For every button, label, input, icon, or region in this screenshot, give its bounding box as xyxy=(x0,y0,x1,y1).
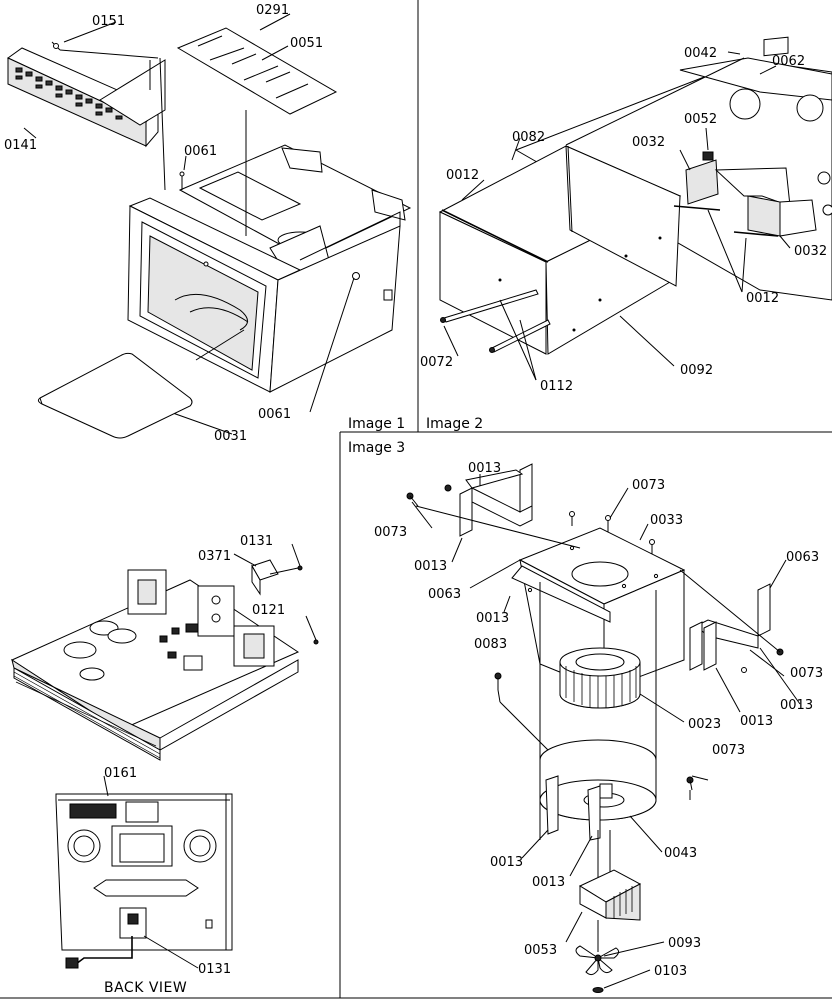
outer-wrapper-0082 xyxy=(438,145,682,355)
screws-0073 xyxy=(406,484,784,791)
control-board-drawing xyxy=(10,543,319,761)
label-0093: 0093 xyxy=(668,936,701,951)
glass-tray-0031 xyxy=(37,352,193,439)
label-0032-right: 0032 xyxy=(794,244,827,259)
label-0053: 0053 xyxy=(524,943,557,958)
scroll-housing-0043 xyxy=(539,739,657,841)
label-0371: 0371 xyxy=(198,549,231,564)
label-0013-left: 0013 xyxy=(414,559,447,574)
back-view-drawing xyxy=(55,775,233,969)
label-0042: 0042 xyxy=(684,46,717,61)
label-0092: 0092 xyxy=(680,363,713,378)
image2-leaders xyxy=(443,51,791,381)
label-0112: 0112 xyxy=(540,379,573,394)
label-0043: 0043 xyxy=(664,846,697,861)
label-0073-lower: 0073 xyxy=(712,743,745,758)
label-0013-right: 0013 xyxy=(780,698,813,713)
brackets-0032 xyxy=(673,151,817,237)
label-0291: 0291 xyxy=(256,3,289,18)
label-0161: 0161 xyxy=(104,766,137,781)
image1-leaders xyxy=(23,13,355,435)
label-0013-mid: 0013 xyxy=(476,611,509,626)
bracket-left xyxy=(459,463,533,537)
label-0012-left: 0012 xyxy=(446,168,479,183)
caption-image1: Image 1 xyxy=(348,416,405,432)
label-0131-top: 0131 xyxy=(240,534,273,549)
rails-0112 xyxy=(440,289,551,353)
label-0082: 0082 xyxy=(512,130,545,145)
control-panel-0141 xyxy=(7,47,166,148)
motor-0053 xyxy=(578,830,642,952)
image3-leaders xyxy=(411,474,801,989)
label-0073-right: 0073 xyxy=(790,666,823,681)
label-0013-right2: 0013 xyxy=(740,714,773,729)
label-0151: 0151 xyxy=(92,14,125,29)
caption-image3: Image 3 xyxy=(348,440,405,456)
bracket-right xyxy=(689,583,771,671)
label-0061-bottom: 0061 xyxy=(258,407,291,422)
top-housing-0033 xyxy=(511,527,686,691)
label-0031: 0031 xyxy=(214,429,247,444)
label-0013-top: 0013 xyxy=(468,461,501,476)
label-0013-bottom: 0013 xyxy=(532,875,565,890)
blower-wheel-0023 xyxy=(559,647,641,709)
back-panel-0062 xyxy=(514,36,832,301)
label-0121: 0121 xyxy=(252,603,285,618)
label-0131-back: 0131 xyxy=(198,962,231,977)
label-0013-lower: 0013 xyxy=(490,855,523,870)
image3-drawing xyxy=(406,463,801,993)
label-0023: 0023 xyxy=(688,717,721,732)
label-0012-right: 0012 xyxy=(746,291,779,306)
label-0063-right: 0063 xyxy=(786,550,819,565)
label-0052: 0052 xyxy=(684,112,717,127)
label-0061-top: 0061 xyxy=(184,144,217,159)
caption-back-view: BACK VIEW xyxy=(104,980,187,996)
label-0072: 0072 xyxy=(420,355,453,370)
label-0062: 0062 xyxy=(772,54,805,69)
oven-cavity xyxy=(127,144,412,393)
image1-drawing xyxy=(7,13,412,439)
label-0063-left: 0063 xyxy=(428,587,461,602)
label-0051: 0051 xyxy=(290,36,323,51)
top-cover-0291 xyxy=(176,27,338,115)
label-0073-left: 0073 xyxy=(374,525,407,540)
label-0083: 0083 xyxy=(474,637,507,652)
label-0103: 0103 xyxy=(654,964,687,979)
label-0032-left: 0032 xyxy=(632,135,665,150)
caption-image2: Image 2 xyxy=(426,416,483,432)
label-0141: 0141 xyxy=(4,138,37,153)
label-0033: 0033 xyxy=(650,513,683,528)
label-0073-top: 0073 xyxy=(632,478,665,493)
fan-blade-0093 xyxy=(575,945,620,976)
image2-drawing xyxy=(438,36,832,381)
